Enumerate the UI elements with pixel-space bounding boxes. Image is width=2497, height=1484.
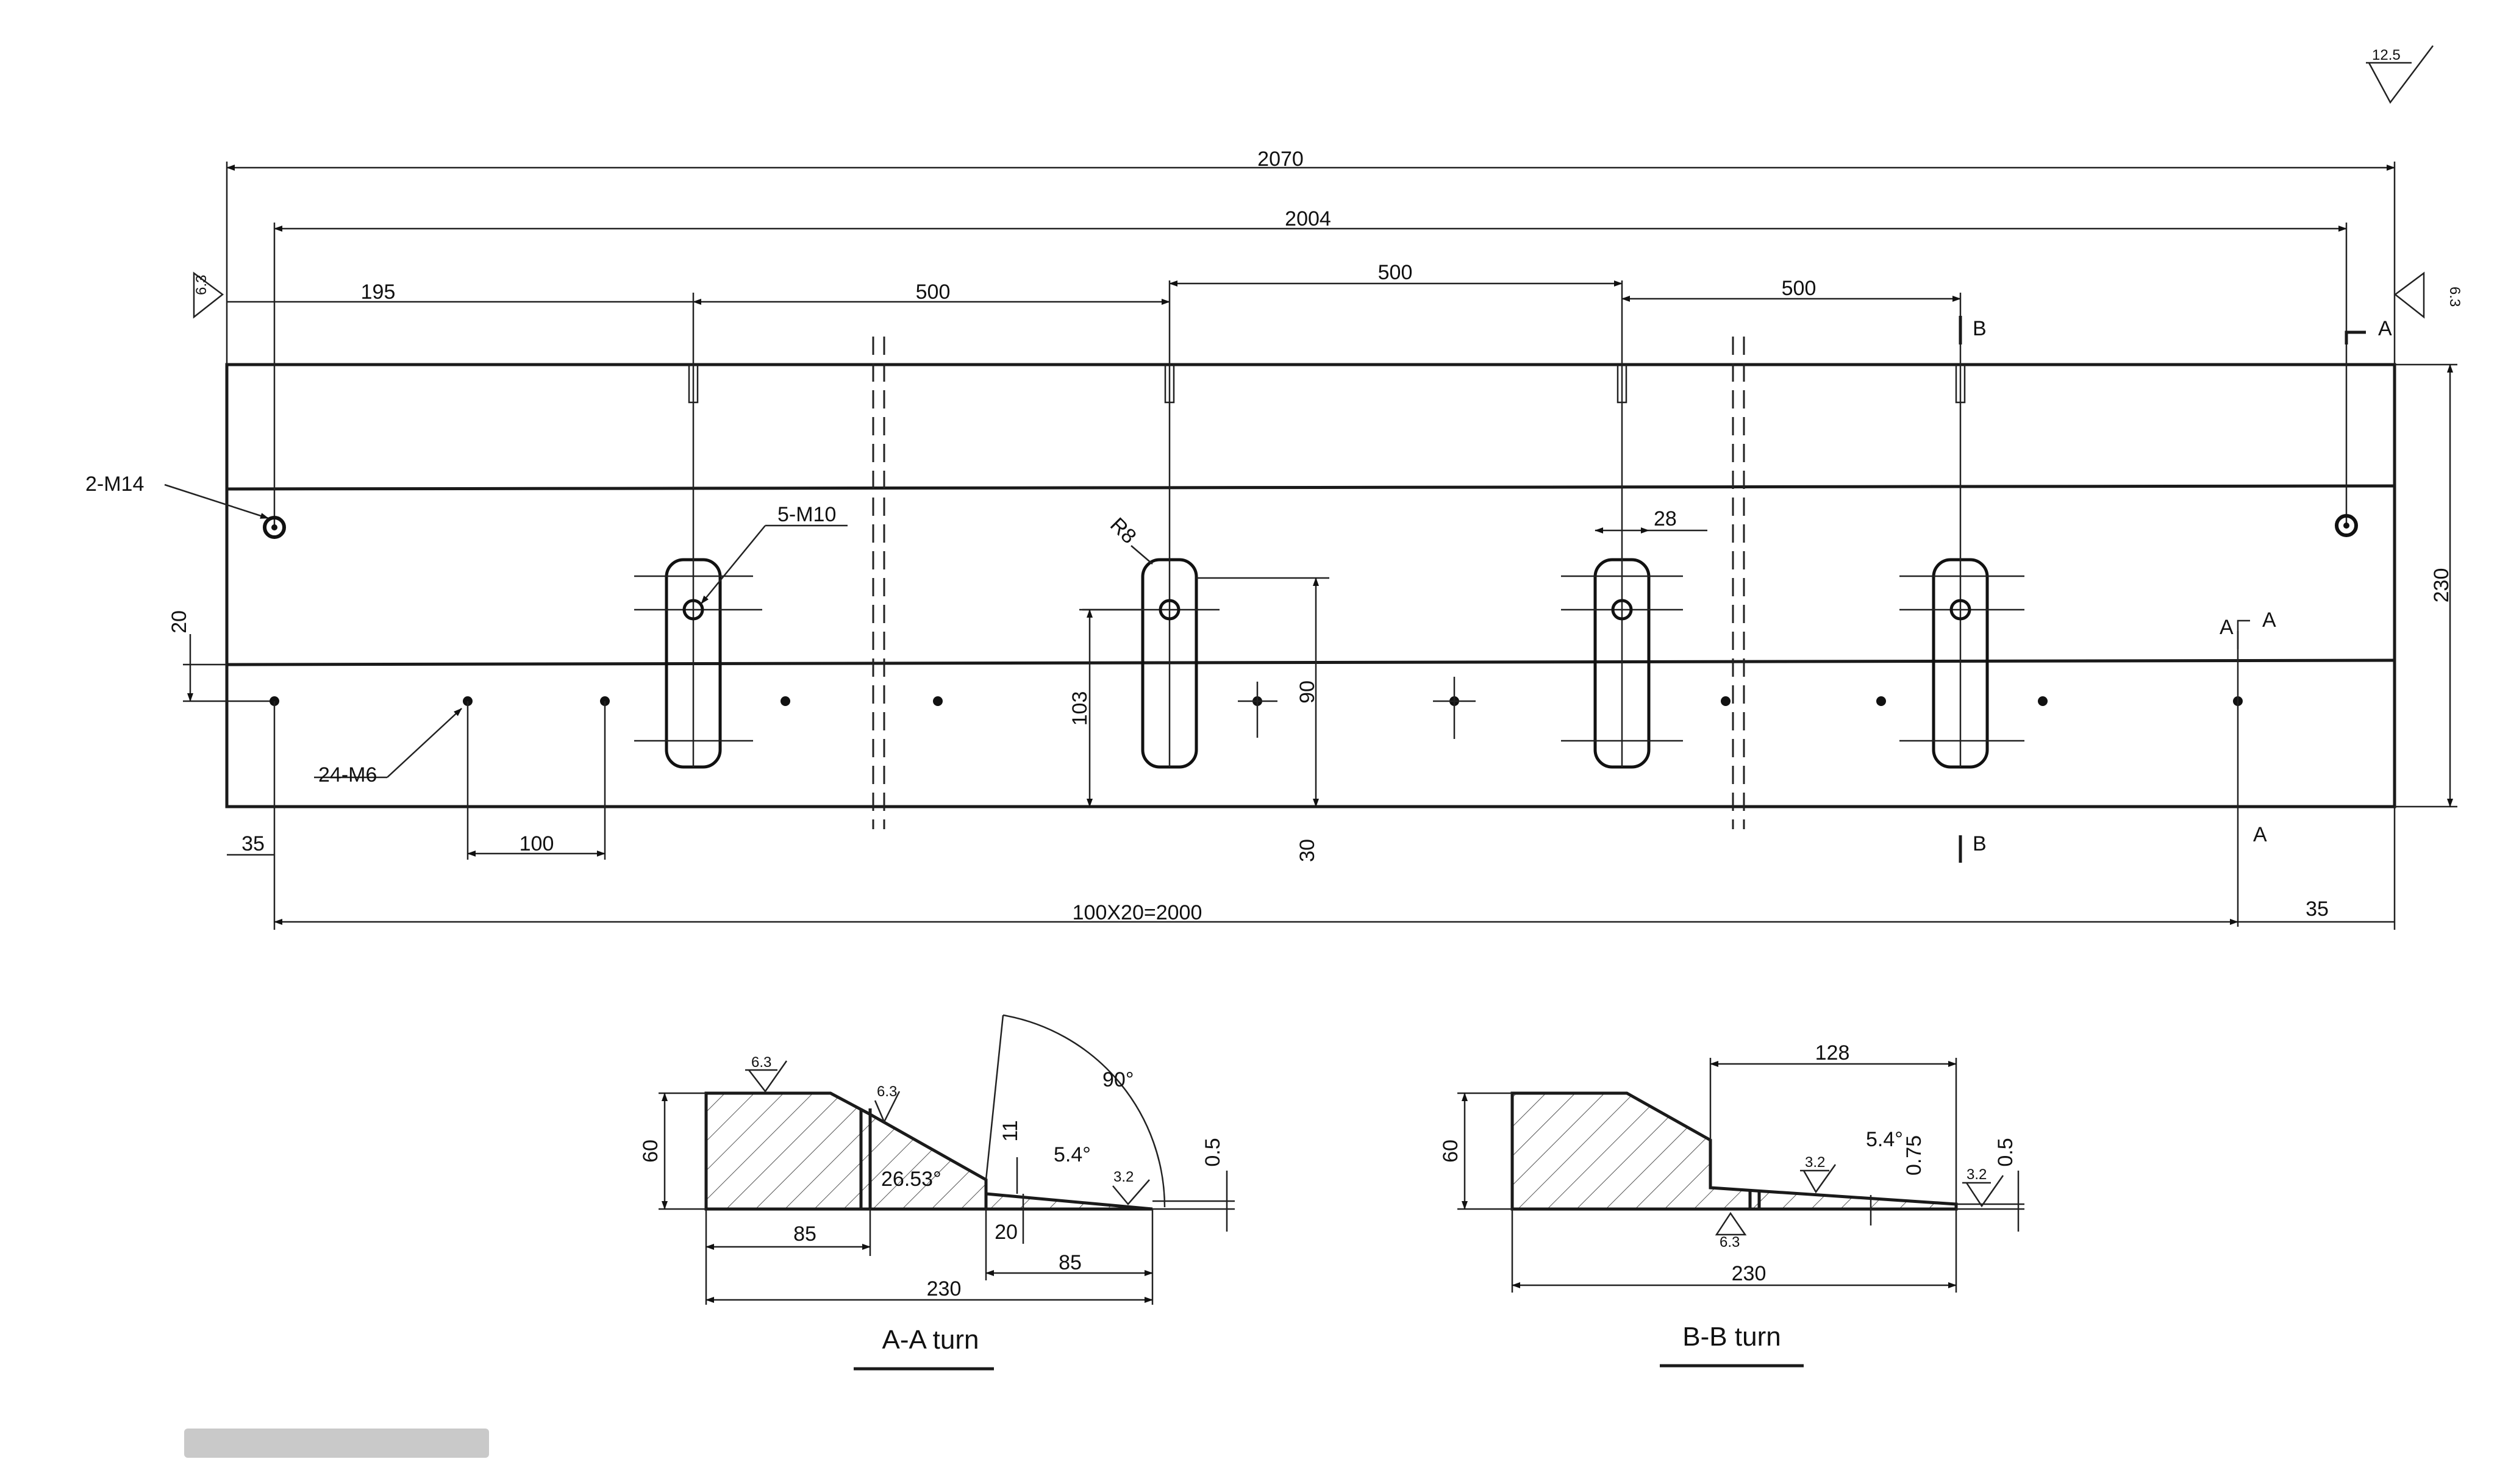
m6-hole-row — [270, 631, 2243, 927]
dim-end-offset-right: 35 — [2306, 897, 2329, 921]
section-aa-view: 6.3 6.3 3.2 60 26.53° 85 20 85 230 11 90… — [639, 1014, 1235, 1371]
bb-finish-tip: 3.2 — [1967, 1166, 1987, 1183]
bevel-line-upper — [226, 484, 2395, 491]
aa-dim-bevel-angle: 26.53° — [881, 1168, 941, 1191]
aa-finish-top: 6.3 — [751, 1054, 771, 1071]
slot-2 — [1082, 280, 1220, 769]
roughness-right-value: 6.3 — [2446, 287, 2463, 307]
bb-dim-tip-height: 0.75 — [1902, 1135, 1926, 1175]
roughness-left-symbol: 6.3 — [193, 271, 224, 319]
dim-slot-radius: R8 — [1106, 513, 1141, 549]
roughness-left-value: 6.3 — [193, 275, 210, 295]
dim-slot-height: 103 — [1068, 691, 1091, 726]
callout-m14: 2-M14 — [85, 473, 144, 496]
dim-pitch-3: 500 — [1782, 277, 1816, 300]
dim-slot-width: 28 — [1654, 507, 1677, 530]
bb-dim-tip-angle: 5.4° — [1866, 1128, 1903, 1151]
dim-small-span: 100X20=2000 — [1073, 901, 1202, 924]
aa-finish-tip: 3.2 — [1113, 1169, 1134, 1185]
section-mark-b-bottom: B — [1973, 832, 1987, 855]
aa-dim-edge-height: 11 — [999, 1120, 1022, 1141]
aa-dim-total-width: 230 — [927, 1277, 962, 1300]
plan-view: 6.3 6.3 2070 2004 195 500 500 500 230 20 — [85, 148, 2463, 930]
aa-dim-width-85a: 85 — [793, 1222, 816, 1246]
roughness-general-value: 12.5 — [2372, 47, 2401, 63]
section-aa-title: A-A turn — [882, 1325, 979, 1355]
dim-bottom-offset: 30 — [1296, 839, 1319, 862]
aa-dim-tip-angle: 5.4° — [1054, 1143, 1091, 1166]
aa-dim-height: 60 — [639, 1140, 662, 1163]
dim-height: 230 — [2430, 568, 2453, 603]
slot-3 — [1561, 280, 1683, 769]
dim-overall-length: 2070 — [1257, 148, 1304, 171]
aa-dim-tip-thickness: 0.5 — [1201, 1138, 1224, 1166]
plate-outline — [225, 363, 2396, 808]
m14-hole-left — [263, 516, 286, 539]
roughness-general-symbol: 12.5 — [2366, 45, 2434, 104]
dim-pitch-2: 500 — [1378, 261, 1413, 284]
section-mark-a-mid-2: A — [2262, 608, 2276, 632]
bb-dim-height: 60 — [1439, 1140, 1462, 1163]
bb-finish-bottom: 6.3 — [1720, 1234, 1740, 1250]
section-bb-view: 60 128 3.2 6.3 3.2 5.4° 0.75 0.5 230 B-B… — [1439, 1041, 2024, 1368]
section-aa-profile — [704, 1091, 1153, 1211]
section-mark-a-bottom: A — [2253, 823, 2267, 846]
bb-dim-length-128: 128 — [1815, 1041, 1850, 1065]
aa-dim-right-angle: 90° — [1102, 1068, 1134, 1091]
section-mark-a-mid: A — [2220, 616, 2234, 639]
dim-slot-to-edge: 90 — [1296, 680, 1319, 704]
redacted-label — [184, 1429, 489, 1458]
section-mark-b-top: B — [1973, 317, 1987, 340]
dim-pitch-1: 500 — [916, 280, 951, 304]
callout-m10: 5-M10 — [777, 503, 836, 526]
callout-m6: 24-M6 — [318, 763, 377, 787]
dim-small-pitch: 100 — [520, 832, 554, 855]
bevel-line-lower — [226, 658, 2395, 666]
bb-dim-tip-thickness: 0.5 — [1994, 1138, 2017, 1166]
section-bb-title: B-B turn — [1682, 1322, 1781, 1352]
bb-finish-top: 3.2 — [1805, 1154, 1825, 1171]
m14-hole-right — [2335, 514, 2358, 537]
dim-hole-span: 2004 — [1285, 207, 1331, 230]
bb-dim-total-width: 230 — [1732, 1262, 1766, 1285]
section-bb-profile — [1510, 1091, 1958, 1211]
aa-finish-edge: 6.3 — [877, 1083, 897, 1100]
section-mark-a-top: A — [2378, 317, 2392, 340]
aa-dim-width-20: 20 — [995, 1221, 1018, 1244]
dim-first-offset: 195 — [361, 280, 396, 304]
dim-end-offset-left: 35 — [241, 832, 265, 855]
slot-4 — [1899, 293, 2024, 769]
roughness-right-symbol: 6.3 — [2393, 271, 2463, 319]
aa-dim-width-85b: 85 — [1059, 1251, 1082, 1274]
slot-1 — [634, 293, 762, 769]
dim-side-edge: 20 — [168, 610, 191, 633]
